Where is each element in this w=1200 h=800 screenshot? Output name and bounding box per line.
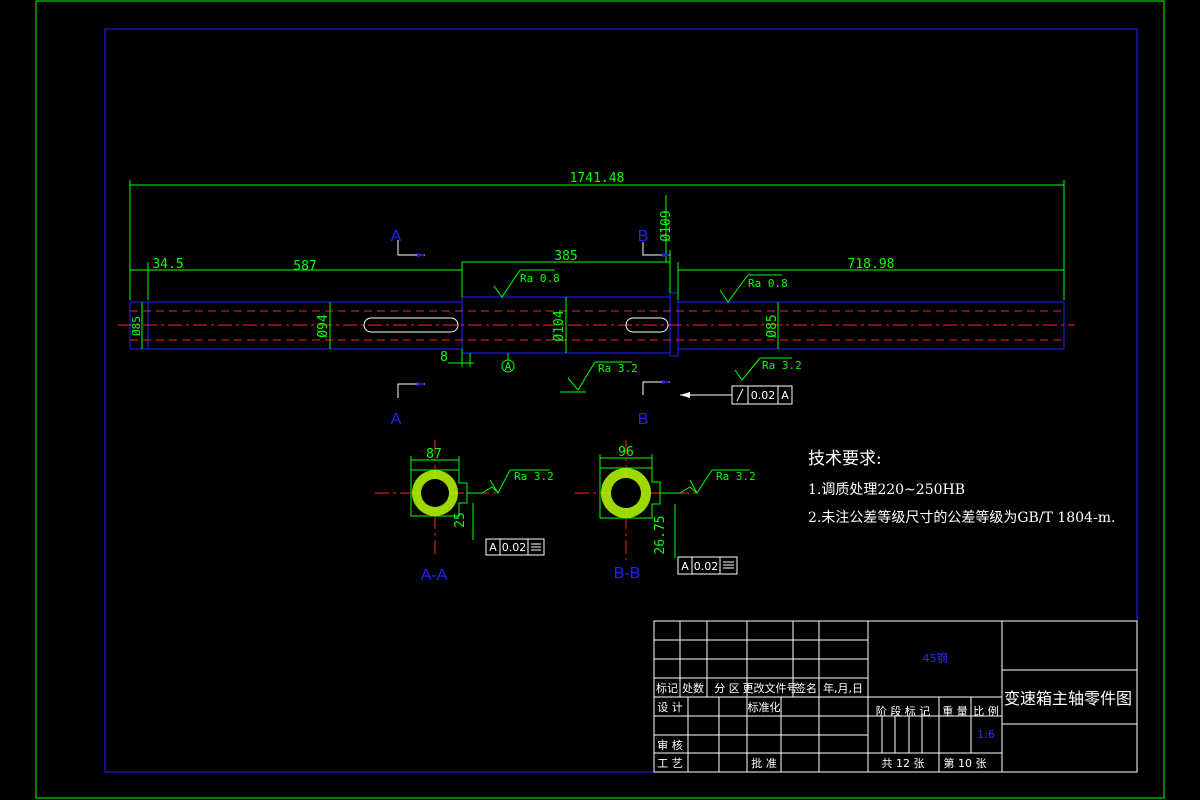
inner-border xyxy=(104,28,1138,773)
section-a-top: A xyxy=(391,228,402,245)
dim-109: Ø109 xyxy=(659,210,674,241)
section-view-bb xyxy=(575,440,750,575)
dim-96: 96 xyxy=(618,445,634,460)
row-design: 设 计 xyxy=(657,701,683,714)
dim-25: 25 xyxy=(453,512,468,528)
dim-87: 87 xyxy=(426,447,442,462)
outer-border xyxy=(35,0,1165,799)
part-name: 变速箱主轴零件图 xyxy=(1004,689,1132,708)
dim-718-98: 718.98 xyxy=(848,257,895,272)
section-aa-label: A-A xyxy=(421,567,448,584)
sheet-number: 第 10 张 xyxy=(944,756,987,770)
keyway-2 xyxy=(625,317,669,333)
roughness-aa: Ra 3.2 xyxy=(514,470,554,483)
header-zone: 分 区 xyxy=(714,682,740,695)
aa-tol-datum: A xyxy=(489,541,497,554)
section-view-aa xyxy=(375,440,550,558)
shaft-view xyxy=(118,292,1075,357)
dim-overall-length: 1741.48 xyxy=(570,171,625,186)
keyway-1 xyxy=(363,317,459,333)
runout-tolerance-frame xyxy=(680,385,793,405)
section-b-top: B xyxy=(638,228,649,245)
section-cut-b xyxy=(642,242,670,395)
header-weight: 重 量 xyxy=(942,704,968,718)
dim-85-right: Ø85 xyxy=(765,314,780,337)
roughness-symbol-4: Ra 3.2 xyxy=(734,357,802,381)
header-mark: 标记 xyxy=(656,681,678,695)
dimension-lines xyxy=(129,180,1065,367)
runout-datum: A xyxy=(781,389,789,402)
dim-385: 385 xyxy=(554,249,577,264)
dim-587: 587 xyxy=(293,259,316,274)
bb-tol-value: 0.02 xyxy=(694,560,719,573)
sheet-total: 共 12 张 xyxy=(882,757,925,770)
title-block xyxy=(653,620,1138,773)
tech-req-title: 技术要求: xyxy=(808,449,882,469)
bb-tol-datum: A xyxy=(681,560,689,573)
section-a-bottom: A xyxy=(391,411,402,428)
tech-req-line-2: 2.未注公差等级尺寸的公差等级为GB/T 1804-m. xyxy=(808,509,1115,526)
aa-tol-value: 0.02 xyxy=(502,541,527,554)
datum-a-letter: A xyxy=(505,360,512,373)
header-date: 年,月,日 xyxy=(823,681,863,695)
section-bb-label: B-B xyxy=(614,565,641,582)
roughness-symbol-1: Ra 0.8 xyxy=(493,269,560,298)
dim-34-5: 34.5 xyxy=(152,257,183,272)
row-standard: 标准化 xyxy=(748,700,781,714)
runout-icon xyxy=(736,388,744,402)
roughness-label: Ra 3.2 xyxy=(598,362,638,375)
roughness-bb: Ra 3.2 xyxy=(716,470,756,483)
header-doc-no: 更改文件号 xyxy=(743,681,798,695)
datum-a-marker: A xyxy=(501,353,515,373)
header-scale: 比 例 xyxy=(973,704,999,718)
header-sign: 签名 xyxy=(795,681,817,695)
roughness-label: Ra 0.8 xyxy=(748,277,788,290)
dim-26-75: 26.75 xyxy=(653,515,668,554)
header-stage: 阶 段 标 记 xyxy=(876,704,931,718)
roughness-label: Ra 3.2 xyxy=(762,359,802,372)
section-b-bottom: B xyxy=(638,411,649,428)
row-check: 审 核 xyxy=(657,738,683,752)
runout-value: 0.02 xyxy=(751,389,776,402)
dim-85-left: Ø85 xyxy=(130,316,143,336)
row-approve: 批 准 xyxy=(751,756,777,770)
dim-8: 8 xyxy=(440,350,448,365)
roughness-label: Ra 0.8 xyxy=(520,272,560,285)
dim-104: Ø104 xyxy=(552,310,567,341)
section-cut-a xyxy=(397,240,425,398)
row-craft: 工 艺 xyxy=(657,757,683,770)
tech-req-line-1: 1.调质处理220~250HB xyxy=(808,482,965,498)
dim-94: Ø94 xyxy=(316,314,331,338)
header-count: 处数 xyxy=(682,682,704,695)
scale-value: 1:6 xyxy=(977,728,995,741)
material-value: 45钢 xyxy=(923,652,948,665)
roughness-symbol-3: Ra 3.2 xyxy=(560,361,638,393)
roughness-symbol-2: Ra 0.8 xyxy=(719,274,788,303)
